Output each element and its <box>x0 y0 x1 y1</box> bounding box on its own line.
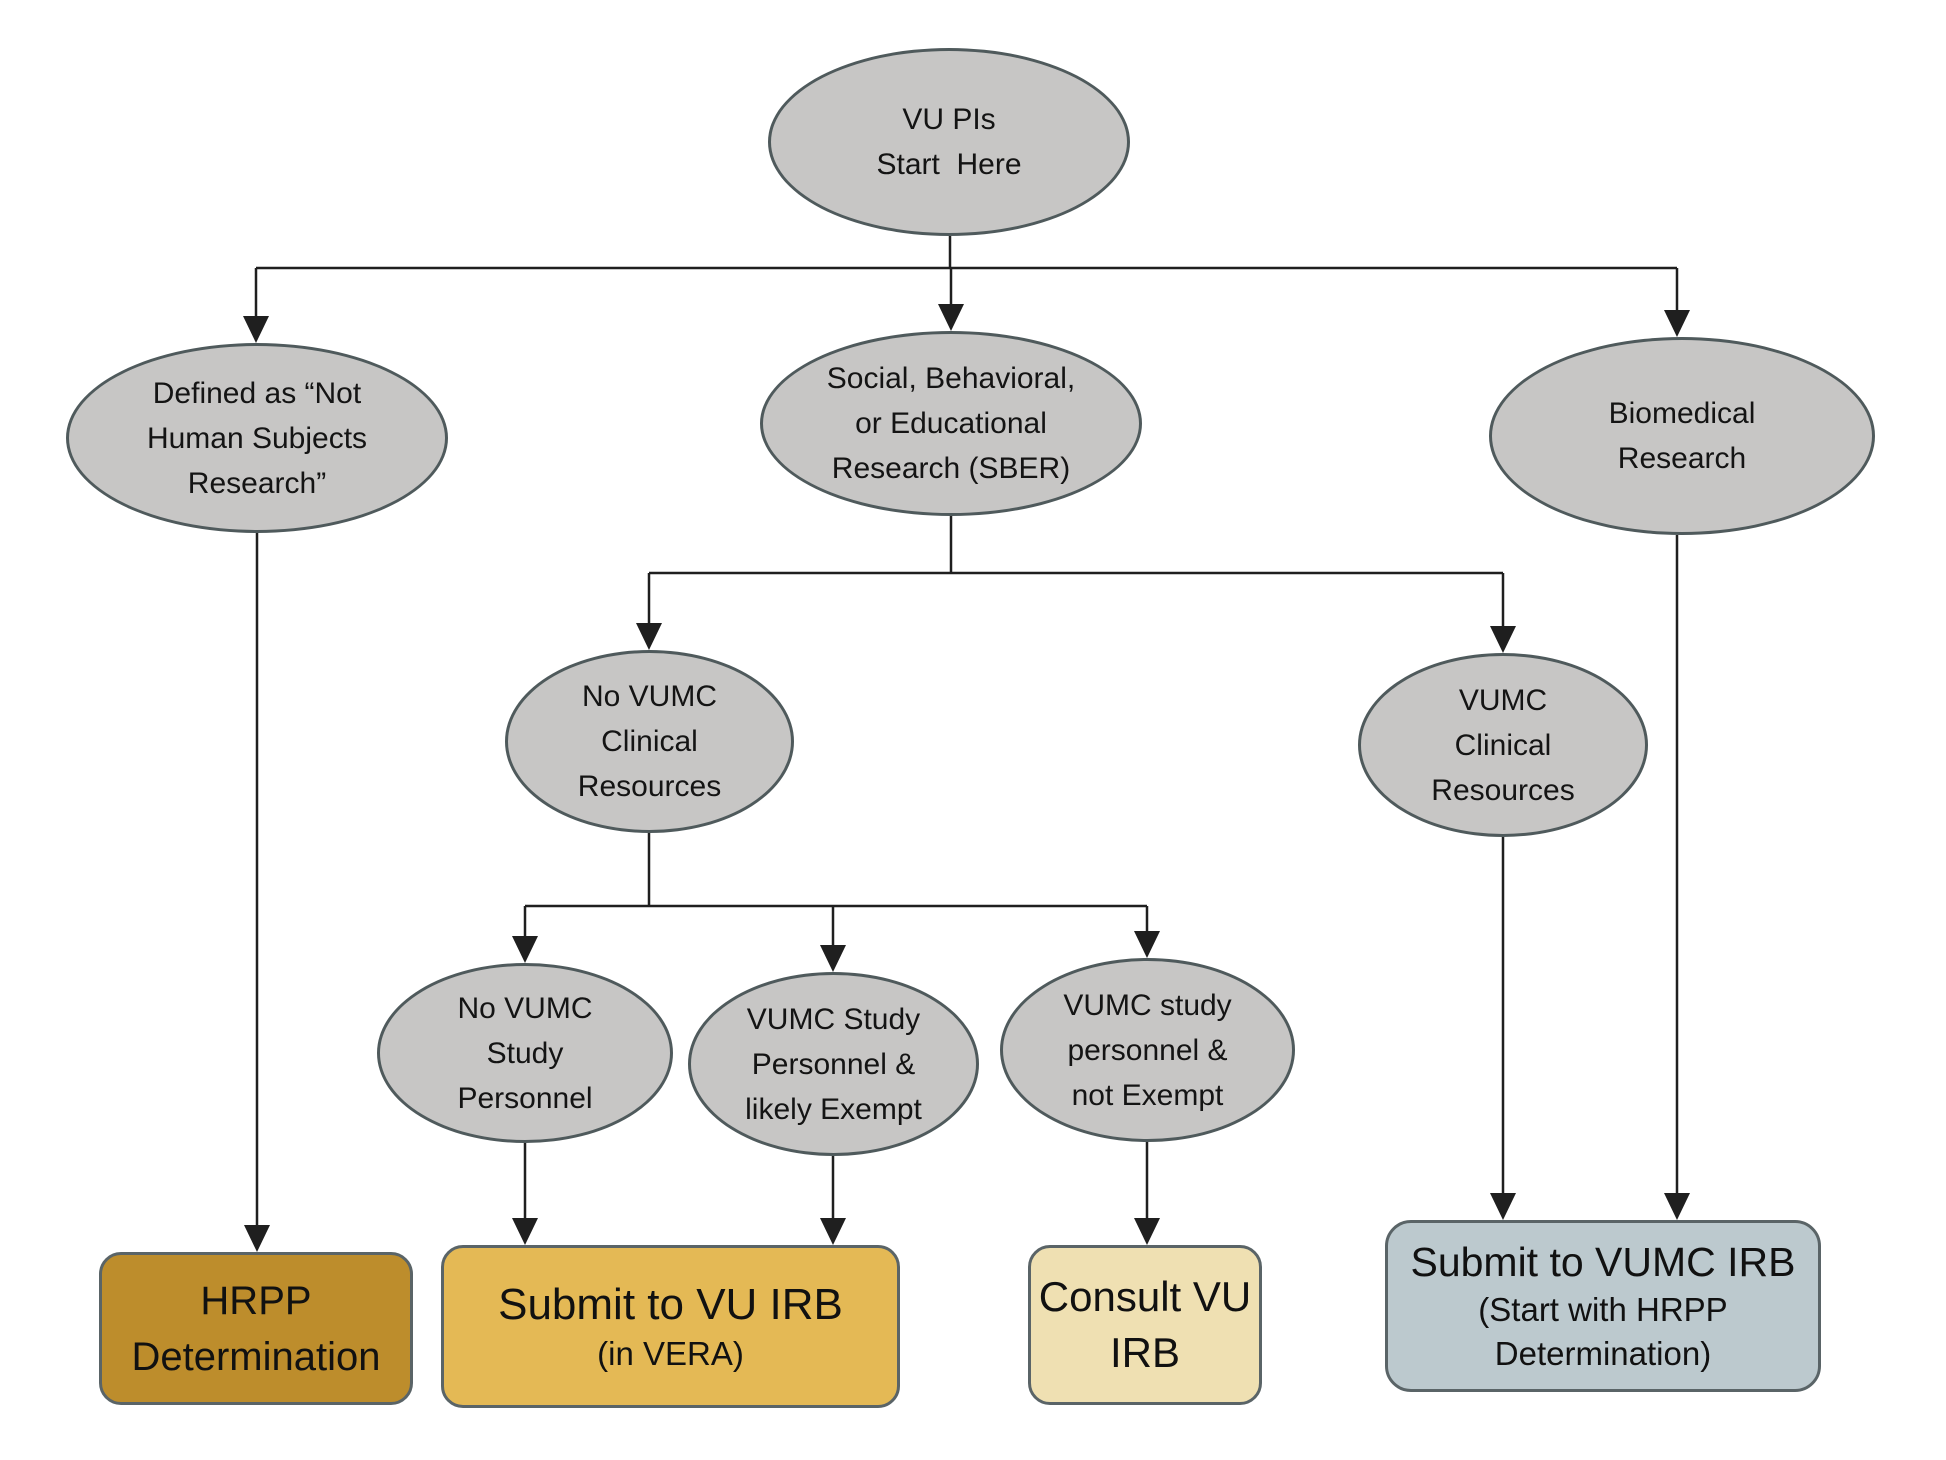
outcome-submit-vumc-irb-subtitle: (Start with HRPP Determination) <box>1478 1291 1728 1372</box>
node-sber-label: Social, Behavioral, or Educational Resea… <box>826 362 1076 485</box>
node-vumc-personnel-not-exempt-label: VUMC study personnel & not Exempt <box>1063 988 1232 1112</box>
node-vumc-personnel-likely-exempt: VUMC Study Personnel & likely Exempt <box>688 972 979 1156</box>
node-vu-pis-start: VU PIs Start Here <box>768 48 1130 236</box>
node-no-vumc-clinical-resources: No VUMC Clinical Resources <box>505 650 794 833</box>
node-biomedical-research-label: Biomedical Research <box>1608 397 1756 475</box>
connector-sber-branch <box>649 516 1503 575</box>
node-not-human-subjects-research-label: Defined as “Not Human Subjects Research” <box>146 376 368 500</box>
arrow-to-vumc-clinical <box>1490 573 1516 653</box>
node-no-vumc-study-personnel-label: No VUMC Study Personnel <box>457 991 593 1115</box>
outcome-hrpp-determination-label: HRPP Determination <box>131 1278 381 1379</box>
node-not-human-subjects-research: Defined as “Not Human Subjects Research” <box>66 343 448 533</box>
outcome-submit-vu-irb-subtitle: (in VERA) <box>597 1334 744 1372</box>
arrow-to-no-vumc-personnel <box>512 906 538 963</box>
outcome-submit-vumc-irb-title: Submit to VUMC IRB <box>1410 1239 1796 1285</box>
outcome-submit-vumc-irb: Submit to VUMC IRB (Start with HRPP Dete… <box>1385 1220 1821 1392</box>
arrow-to-vumc-personnel-not-exempt <box>1134 906 1160 958</box>
node-vumc-clinical-resources: VUMC Clinical Resources <box>1358 653 1648 837</box>
arrow-to-not-human-subjects <box>243 268 269 343</box>
arrow-to-no-vumc-clinical <box>636 573 662 650</box>
outcome-hrpp-determination: HRPP Determination <box>99 1252 413 1405</box>
node-no-vumc-study-personnel: No VUMC Study Personnel <box>377 963 673 1143</box>
connector-personnel-branch <box>525 833 1147 908</box>
arrow-to-sber <box>938 268 964 331</box>
outcome-consult-vu-irb: Consult VU IRB <box>1028 1245 1262 1405</box>
node-vumc-personnel-likely-exempt-label: VUMC Study Personnel & likely Exempt <box>745 1002 922 1126</box>
node-sber: Social, Behavioral, or Educational Resea… <box>760 331 1142 516</box>
arrow-biomedical-to-vumc-irb <box>1664 535 1690 1220</box>
arrow-vumc-clinical-to-vumc-irb <box>1490 837 1516 1220</box>
arrow-no-personnel-to-vu-irb <box>512 1143 538 1245</box>
node-vumc-personnel-not-exempt: VUMC study personnel & not Exempt <box>1000 958 1295 1142</box>
arrow-to-biomedical <box>1664 268 1690 337</box>
outcome-submit-vu-irb: Submit to VU IRB (in VERA) <box>441 1245 900 1408</box>
node-biomedical-research: Biomedical Research <box>1489 337 1875 535</box>
arrow-not-exempt-to-consult <box>1134 1142 1160 1245</box>
outcome-submit-vu-irb-title: Submit to VU IRB <box>498 1279 843 1329</box>
connector-start-branch <box>256 236 1677 270</box>
arrow-nhsr-to-hrpp <box>244 533 270 1252</box>
node-no-vumc-clinical-resources-label: No VUMC Clinical Resources <box>577 680 722 803</box>
node-vu-pis-start-label: VU PIs Start Here <box>876 103 1022 181</box>
node-vumc-clinical-resources-label: VUMC Clinical Resources <box>1431 683 1575 807</box>
arrow-to-vumc-personnel-exempt <box>820 906 846 972</box>
outcome-consult-vu-irb-label: Consult VU IRB <box>1038 1273 1252 1376</box>
arrow-exempt-to-vu-irb <box>820 1156 846 1245</box>
